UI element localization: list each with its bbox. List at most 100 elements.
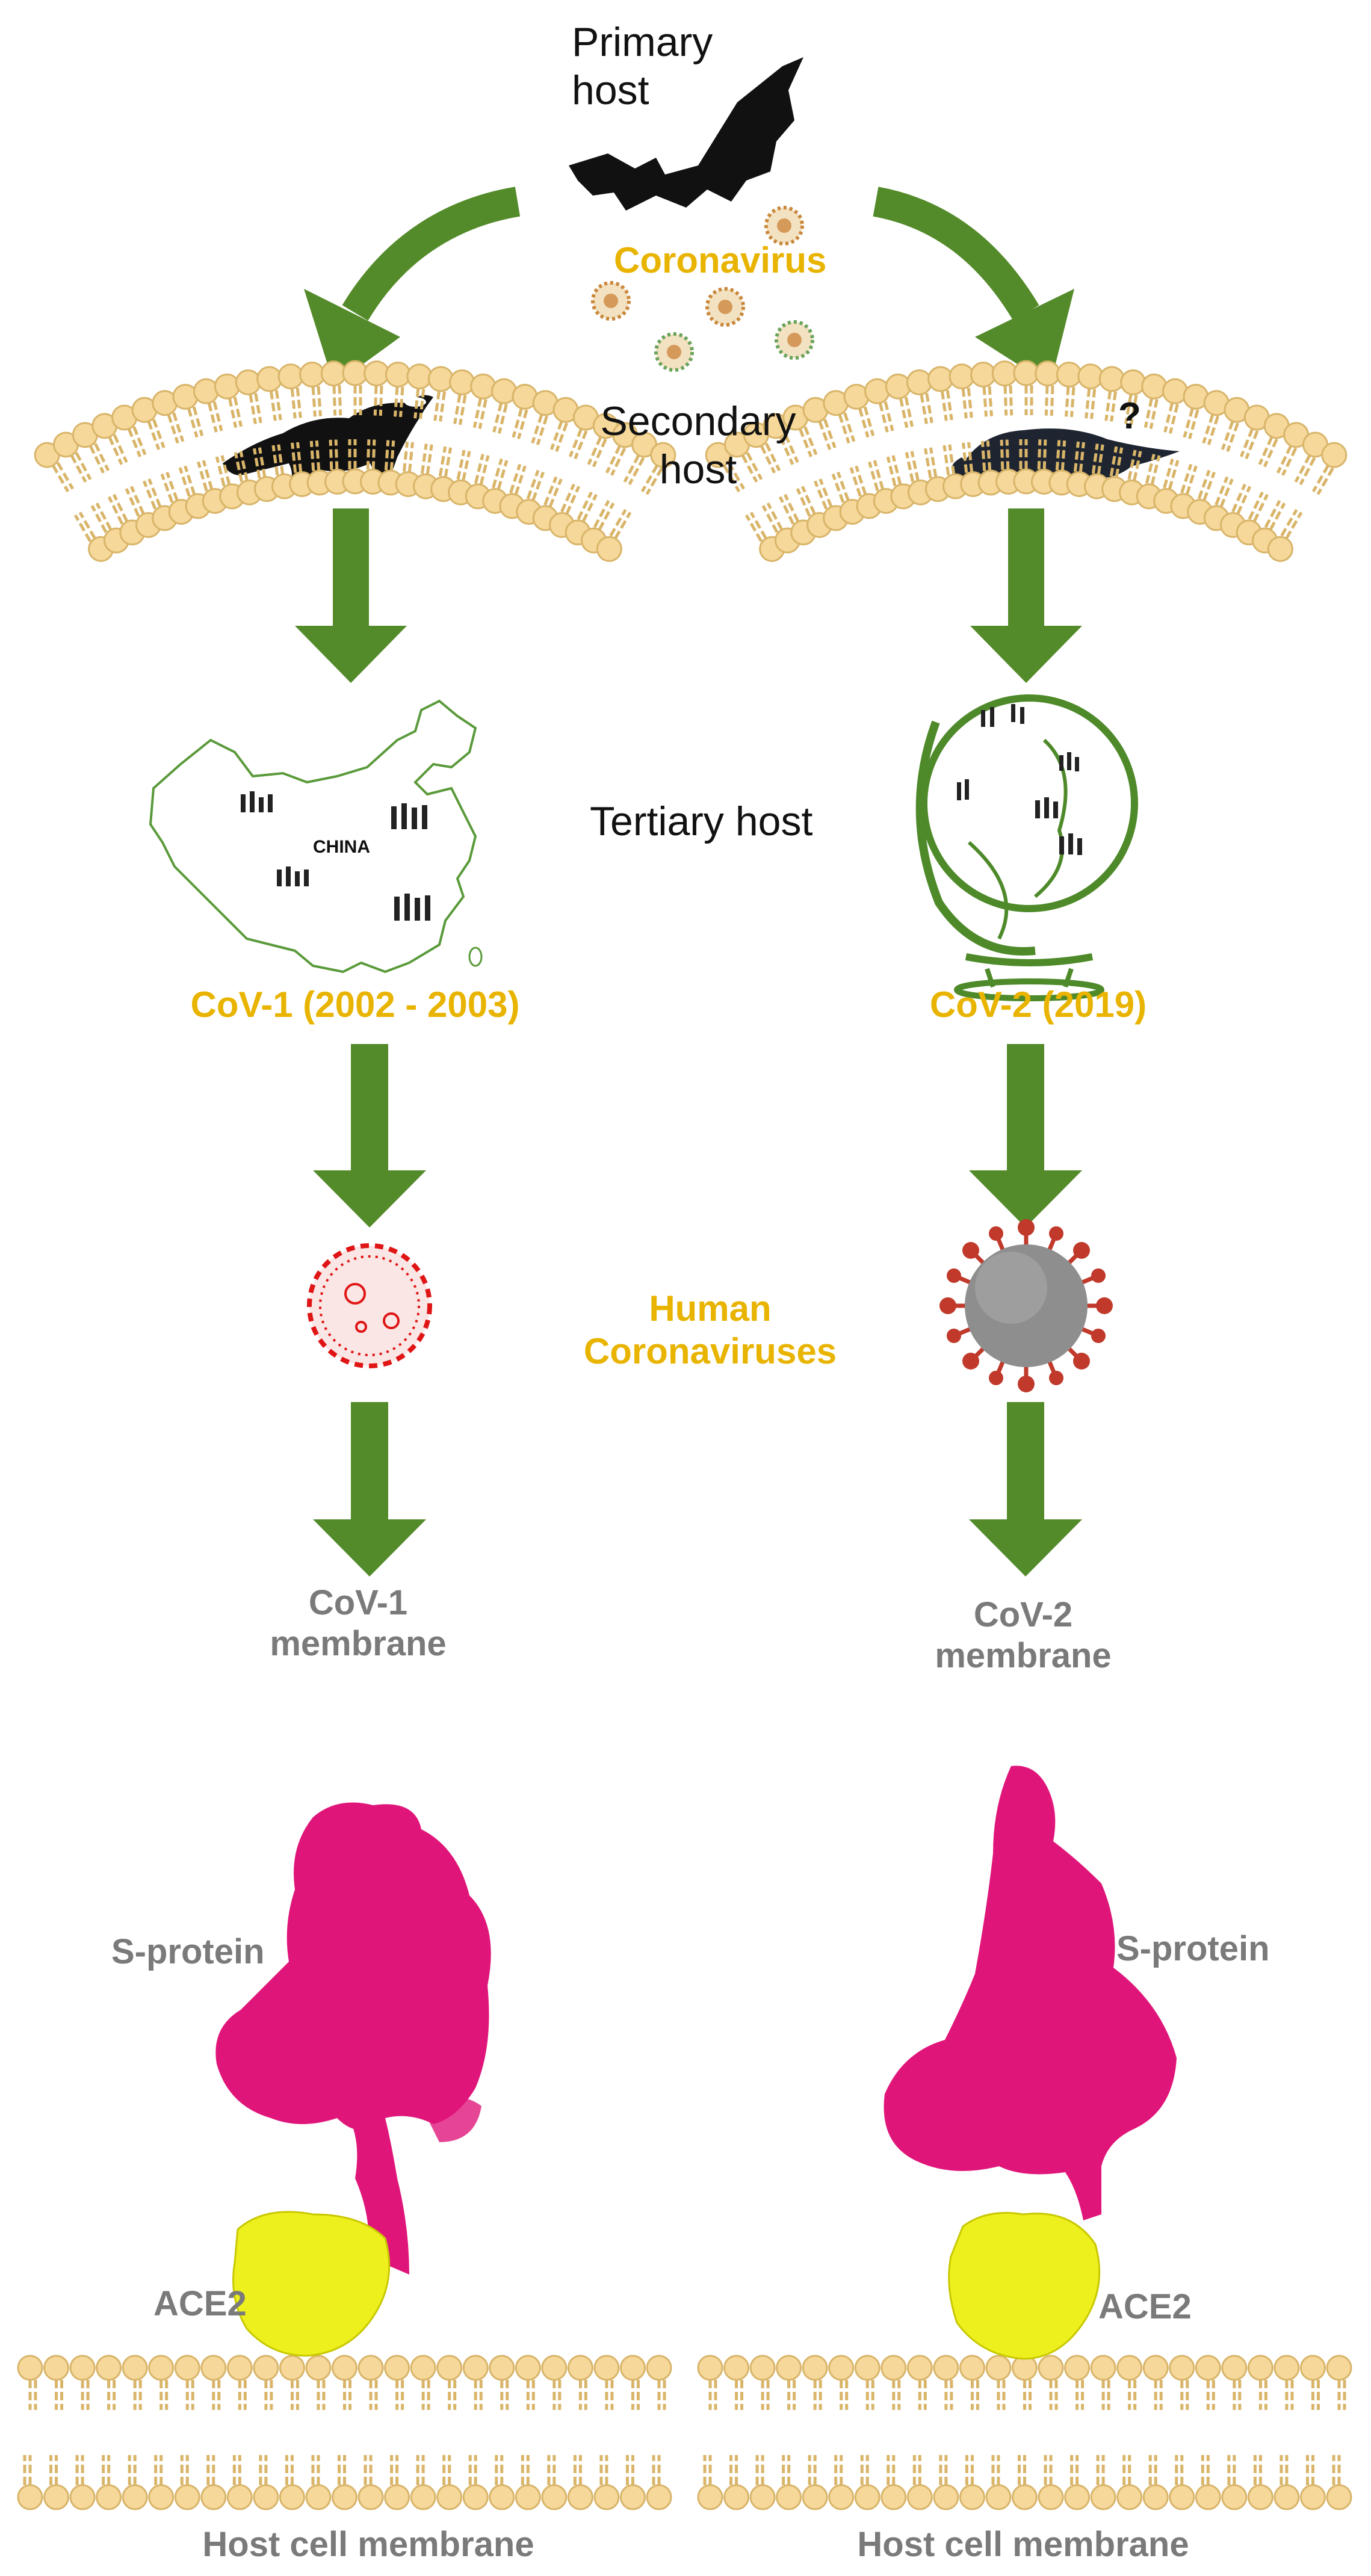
primary-host-line-1: Primary bbox=[572, 19, 713, 65]
lipid-head bbox=[1141, 373, 1168, 400]
cov-2-membrane-label: CoV-2 membrane bbox=[935, 1595, 1111, 1677]
lipid-head bbox=[802, 2355, 828, 2381]
lipid-head bbox=[854, 2355, 880, 2381]
lipid-head bbox=[427, 366, 454, 392]
lipid-head bbox=[864, 378, 890, 404]
lipid-head bbox=[385, 361, 411, 388]
lipid-head bbox=[489, 2355, 515, 2381]
lipid-head bbox=[384, 2355, 410, 2381]
lipid-head bbox=[906, 2484, 933, 2510]
lipid-head bbox=[802, 2484, 828, 2510]
lipid-head bbox=[1038, 2484, 1064, 2510]
arrow-down-right-2 bbox=[969, 1044, 1082, 1228]
host-cell-membrane-label-left: Host cell membrane bbox=[202, 2525, 534, 2564]
lipid-head bbox=[200, 2484, 227, 2510]
lipid-head bbox=[619, 2484, 646, 2510]
lipid-head bbox=[749, 2484, 776, 2510]
lipid-head bbox=[449, 369, 475, 395]
lipid-head bbox=[1195, 2355, 1221, 2381]
lipid-head bbox=[650, 442, 676, 468]
lipid-head bbox=[1012, 2484, 1038, 2510]
lipid-head bbox=[226, 2484, 253, 2510]
lipid-head bbox=[646, 2355, 672, 2381]
lipid-head bbox=[96, 2355, 122, 2381]
lipid-head bbox=[567, 2484, 593, 2510]
lipid-head bbox=[880, 2484, 907, 2510]
lipid-head bbox=[299, 361, 326, 388]
cov-2-membrane bbox=[705, 360, 1348, 562]
lipid-head bbox=[593, 2355, 620, 2381]
lipid-head bbox=[1038, 2355, 1064, 2381]
lipid-head bbox=[1321, 442, 1348, 468]
s-protein-label-right: S-protein bbox=[1116, 1929, 1270, 1968]
lipid-head bbox=[200, 2355, 227, 2381]
cov-1-membrane-line-1: CoV-1 bbox=[308, 1583, 408, 1622]
lipid-head bbox=[1195, 2484, 1221, 2510]
lipid-head bbox=[1090, 2355, 1116, 2381]
lipid-head bbox=[933, 2355, 959, 2381]
lipid-head bbox=[462, 2484, 489, 2510]
lipid-head bbox=[723, 2484, 750, 2510]
lipid-head bbox=[1299, 2484, 1326, 2510]
lipid-head bbox=[174, 2355, 200, 2381]
secondary-host-label: Secondary host bbox=[600, 397, 796, 493]
lipid-head bbox=[880, 2355, 907, 2381]
lipid-head bbox=[1169, 2355, 1195, 2381]
lipid-head bbox=[43, 2484, 70, 2510]
lipid-head bbox=[122, 2484, 148, 2510]
unknown-host-question-mark: ? bbox=[1118, 395, 1141, 437]
lipid-head bbox=[1274, 2355, 1300, 2381]
cov-1-membrane-label: CoV-1 membrane bbox=[270, 1583, 446, 1665]
lipid-head bbox=[1056, 361, 1082, 388]
people-icon bbox=[957, 704, 1082, 855]
flow-arrows bbox=[295, 187, 1082, 1577]
lipid-head bbox=[541, 2355, 568, 2381]
lipid-head bbox=[959, 2484, 985, 2510]
lipid-head bbox=[1064, 2355, 1091, 2381]
cov-1-membrane bbox=[34, 360, 676, 562]
lipid-head bbox=[226, 2355, 253, 2381]
lipid-head bbox=[357, 2355, 384, 2381]
cov-1-outbreak-label: CoV-1 (2002 - 2003) bbox=[190, 984, 520, 1025]
lipid-head bbox=[1077, 363, 1104, 390]
lipid-head bbox=[1169, 2484, 1195, 2510]
lipid-head bbox=[462, 2355, 489, 2381]
sars-cov-2-virion-icon bbox=[939, 1219, 1113, 1392]
lipid-head bbox=[515, 2355, 541, 2381]
lipid-head bbox=[214, 373, 240, 400]
lipid-head bbox=[320, 360, 347, 387]
lipid-head bbox=[364, 360, 390, 387]
lipid-head bbox=[959, 2355, 985, 2381]
lipid-head bbox=[174, 2484, 200, 2510]
lipid-head bbox=[985, 2484, 1012, 2510]
lipid-head bbox=[279, 2355, 305, 2381]
primary-host-label: Primary host bbox=[572, 18, 713, 114]
lipid-head bbox=[854, 2484, 880, 2510]
lipid-head bbox=[906, 369, 932, 395]
lipid-head bbox=[1221, 2355, 1248, 2381]
lipid-head bbox=[489, 2484, 515, 2510]
lipid-head bbox=[235, 369, 261, 395]
curved-arrow-left bbox=[342, 187, 521, 321]
lipid-head bbox=[1326, 2355, 1352, 2381]
lipid-head bbox=[279, 2484, 305, 2510]
lipid-head bbox=[596, 536, 622, 562]
lipid-head bbox=[1064, 2484, 1091, 2510]
s-protein-left bbox=[215, 1802, 491, 2275]
people-icon bbox=[241, 791, 430, 921]
lipid-head bbox=[970, 361, 997, 388]
s-protein-label-left: S-protein bbox=[111, 1932, 265, 1971]
lipid-head bbox=[277, 363, 304, 390]
cov-2-membrane-line-1: CoV-2 bbox=[973, 1595, 1073, 1634]
cov-2-membrane-line-2: membrane bbox=[935, 1636, 1112, 1676]
lipid-head bbox=[828, 2355, 855, 2381]
lipid-head bbox=[17, 2484, 43, 2510]
lipid-head bbox=[697, 2355, 723, 2381]
lipid-head bbox=[515, 2484, 541, 2510]
china-map-icon bbox=[149, 699, 483, 974]
lipid-head bbox=[1267, 536, 1293, 562]
lipid-head bbox=[646, 2484, 672, 2510]
lipid-head bbox=[436, 2355, 463, 2381]
lipid-head bbox=[1299, 2355, 1326, 2381]
